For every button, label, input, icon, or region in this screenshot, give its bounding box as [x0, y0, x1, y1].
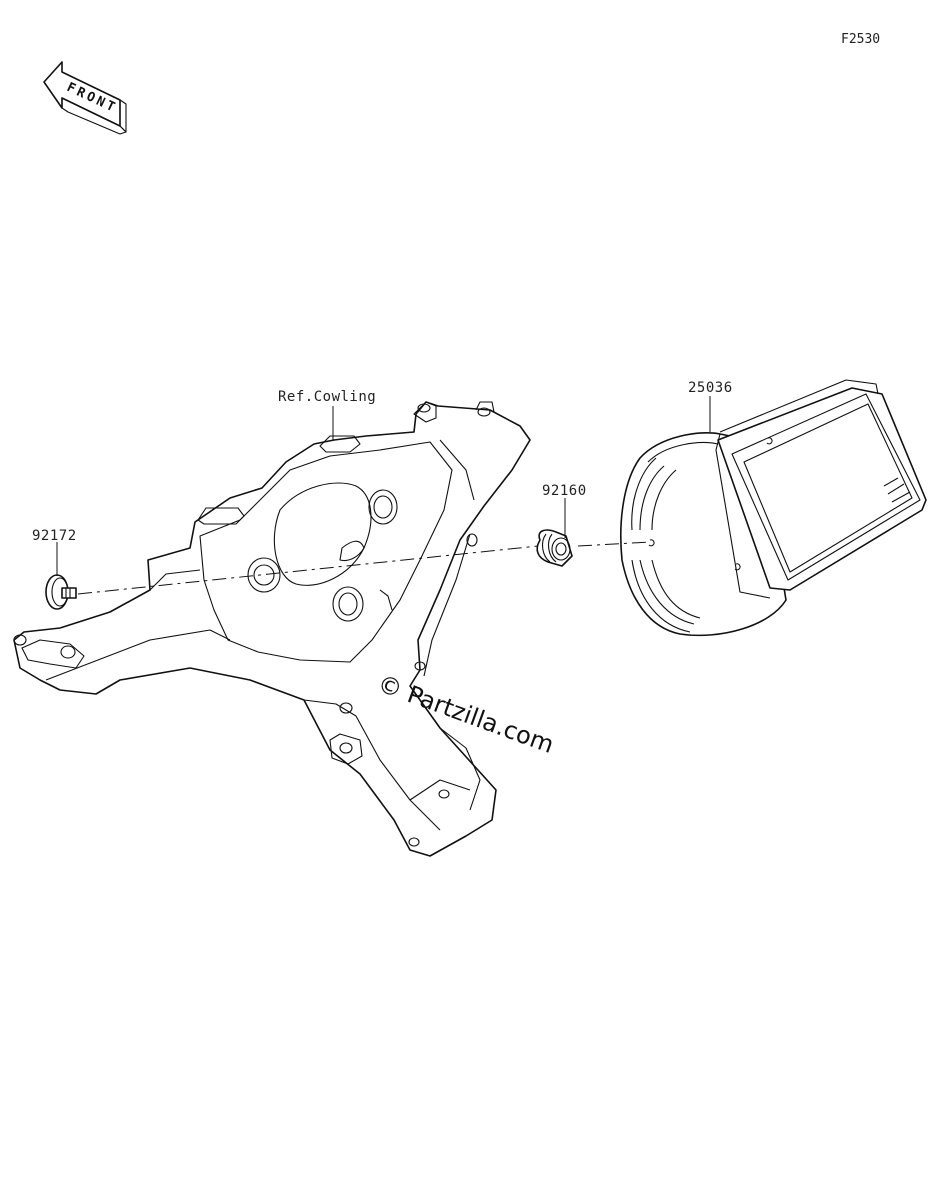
bolt-92172 [45, 574, 77, 610]
cowling-bracket [13, 401, 531, 857]
label-92172: 92172 [32, 528, 77, 544]
alignment-centerline [77, 545, 539, 595]
label-92160: 92160 [542, 483, 587, 499]
grommet-92160 [536, 529, 573, 567]
label-25036: 25036 [688, 380, 733, 396]
label-ref-cowling: Ref.Cowling [278, 389, 376, 405]
front-arrow-icon: FRONT [43, 61, 127, 135]
figure-code: F2530 [841, 32, 880, 47]
alignment-centerline-2 [577, 541, 651, 547]
meter-assembly [620, 379, 927, 637]
